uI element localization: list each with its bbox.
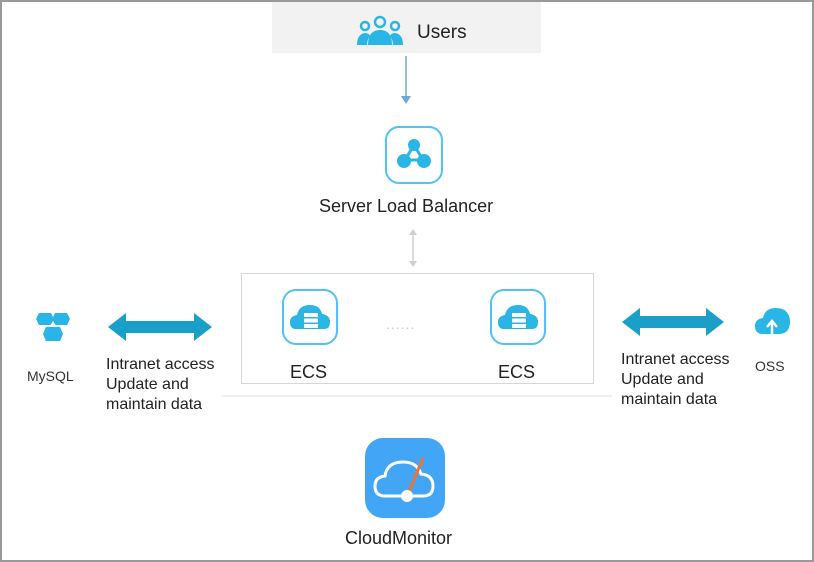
- slb-label: Server Load Balancer: [319, 196, 494, 216]
- oss-link-arrow: [622, 308, 724, 336]
- users-label: Users: [417, 22, 467, 43]
- mysql-link-note: Intranet access Update and maintain data: [106, 355, 215, 415]
- oss-note-line: Update and: [621, 371, 704, 388]
- users-to-slb-arrow: [401, 56, 411, 104]
- ecs-server-icon: [290, 305, 330, 329]
- mysql-note-line: maintain data: [106, 396, 203, 413]
- ecs-group-shadow: [222, 395, 612, 397]
- ecs-server-icon: [498, 305, 538, 329]
- ecs-node-1[interactable]: [282, 289, 338, 345]
- load-balancer-icon: [397, 139, 431, 168]
- ecs-ellipsis: ......: [386, 316, 416, 332]
- ecs-label-2: ECS: [498, 362, 536, 382]
- oss-note-line: Intranet access: [621, 351, 730, 368]
- oss-note-line: maintain data: [621, 391, 718, 408]
- users-node[interactable]: [272, 2, 541, 53]
- mysql-link-arrow: [108, 313, 212, 341]
- mysql-note-line: Update and: [106, 376, 189, 393]
- mysql-icon[interactable]: [35, 311, 71, 343]
- mysql-label: MySQL: [27, 368, 74, 384]
- ecs-node-2[interactable]: [490, 289, 546, 345]
- cloudmonitor-icon: [373, 457, 435, 502]
- oss-label: OSS: [755, 358, 785, 374]
- users-icon: [357, 15, 403, 45]
- oss-icon[interactable]: [753, 304, 793, 336]
- slb-ecs-arrow: [409, 229, 417, 267]
- ecs-group: [241, 273, 594, 384]
- cloudmonitor-node[interactable]: [365, 438, 445, 518]
- cloudmonitor-label: CloudMonitor: [345, 528, 453, 548]
- slb-node[interactable]: [385, 126, 443, 184]
- ecs-label-1: ECS: [290, 362, 328, 382]
- oss-link-note: Intranet access Update and maintain data: [621, 350, 730, 410]
- mysql-note-line: Intranet access: [106, 356, 215, 373]
